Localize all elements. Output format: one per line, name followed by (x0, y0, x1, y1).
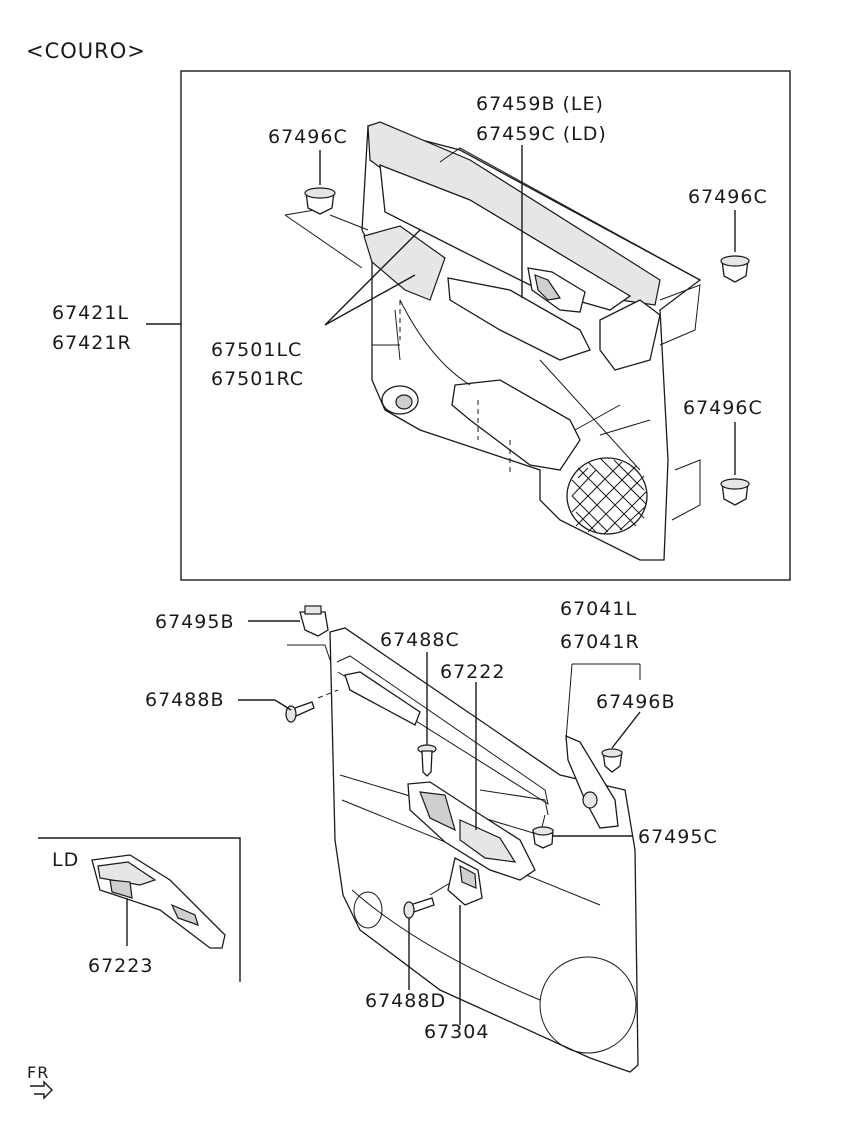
clip-67495C (532, 826, 633, 849)
label-67501LC: 67501LC (211, 339, 302, 361)
front-direction-marker: FR (27, 1063, 53, 1100)
clip-67495B (248, 605, 329, 637)
label-67421L: 67421L (52, 302, 129, 324)
inset-ld: LD 67223 (38, 837, 241, 982)
part-67223-handle (91, 854, 226, 949)
label-67495C: 67495C (638, 826, 718, 848)
label-67501RC: 67501RC (211, 368, 304, 390)
label-67496C-left: 67496C (268, 126, 348, 148)
label-67488C: 67488C (380, 629, 460, 651)
label-67222: 67222 (440, 661, 505, 683)
screw-67488C (417, 652, 437, 777)
door-trim-panel-upper (361, 121, 702, 561)
label-67495B: 67495B (155, 611, 234, 633)
fr-arrow-icon (30, 1080, 53, 1100)
label-67041L: 67041L (560, 598, 637, 620)
diagram-title: <COURO> (26, 39, 146, 63)
label-67041R: 67041R (560, 631, 640, 653)
label-67223: 67223 (88, 955, 153, 977)
label-67459C: 67459C (LD) (476, 123, 607, 145)
dash-67488B (317, 689, 339, 699)
clip-67496B (601, 711, 641, 773)
projection-lines-upper (284, 147, 701, 521)
bracket-67304 (447, 857, 483, 1025)
clip-67496C-upper-right (720, 210, 750, 283)
label-67496C-right-bottom: 67496C (683, 397, 763, 419)
screw-67488D (403, 897, 435, 990)
dash-67495B (287, 644, 331, 661)
label-67496C-right-top: 67496C (688, 186, 768, 208)
label-67459B: 67459B (LE) (476, 93, 604, 115)
label-67488B: 67488B (145, 689, 224, 711)
upper-assembly-frame (180, 70, 791, 581)
label-67421R: 67421R (52, 332, 132, 354)
clip-67496C-lower-right (720, 422, 750, 506)
leader-67501 (324, 229, 421, 326)
label-67496B: 67496B (596, 691, 675, 713)
bracket-67041 (565, 663, 641, 829)
screw-67488B (238, 699, 315, 723)
label-67304: 67304 (424, 1021, 489, 1043)
inset-ld-label: LD (52, 849, 79, 871)
clip-67496C-upper-left (304, 150, 336, 215)
door-inner-panel-lower (329, 627, 639, 1073)
speaker-grille-hatch (571, 457, 647, 535)
fr-label: FR (27, 1063, 49, 1082)
label-67488D: 67488D (365, 990, 446, 1012)
